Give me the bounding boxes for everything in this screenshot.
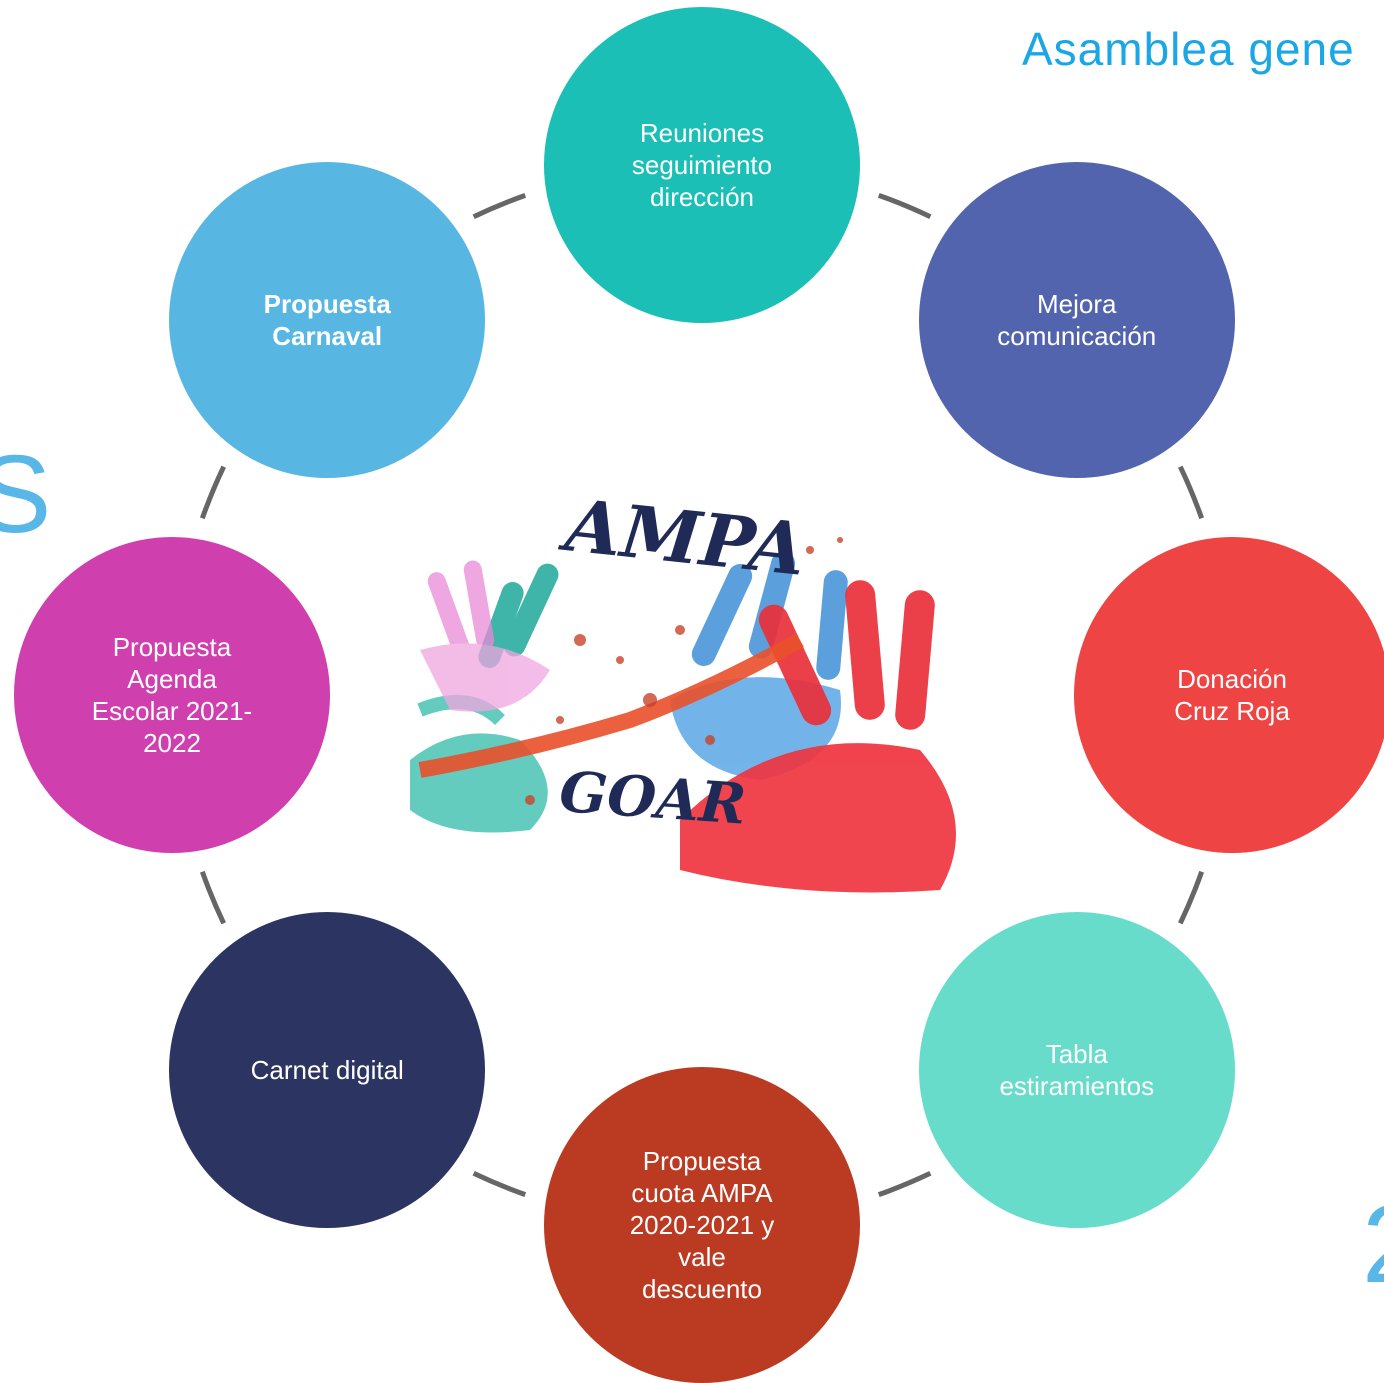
connector-7	[472, 192, 527, 219]
node-carnaval[interactable]: Propuesta Carnaval	[169, 162, 486, 479]
connector-5	[199, 870, 226, 925]
node-label-donacion: Donación Cruz Roja	[1174, 664, 1290, 726]
node-mejora[interactable]: Mejora comunicación	[918, 162, 1235, 479]
node-label-agenda: Propuesta Agenda Escolar 2021- 2022	[91, 632, 253, 758]
node-carnet[interactable]: Carnet digital	[169, 911, 486, 1228]
node-label-cuota: Propuesta cuota AMPA 2020-2021 y vale de…	[629, 1146, 775, 1304]
connector-1	[1178, 465, 1205, 520]
connector-0	[877, 192, 932, 219]
node-cuota[interactable]: Propuesta cuota AMPA 2020-2021 y vale de…	[544, 1067, 860, 1383]
paint-splatter	[525, 537, 843, 805]
node-label-tabla: Tabla estiramientos	[999, 1038, 1155, 1101]
connector-2	[1178, 870, 1205, 925]
node-label-carnaval: Propuesta Carnaval	[263, 289, 391, 352]
edge-glyph-left: S	[0, 433, 52, 556]
node-label-reuniones: Reuniones seguimiento dirección	[631, 118, 773, 212]
cycle-connectors	[199, 192, 1205, 1198]
node-donacion[interactable]: Donación Cruz Roja	[1074, 537, 1384, 853]
pink-handprint	[420, 560, 550, 712]
slide-title: Asamblea gene	[1022, 23, 1355, 75]
node-reuniones[interactable]: Reuniones seguimiento dirección	[544, 7, 860, 323]
svg-text:AMPA: AMPA	[556, 490, 810, 592]
node-label-mejora: Mejora comunicación	[997, 289, 1157, 352]
node-label-carnet: Carnet digital	[250, 1054, 404, 1085]
edge-glyph-right: 2	[1362, 1190, 1384, 1300]
connector-4	[472, 1171, 527, 1198]
node-tabla[interactable]: Tabla estiramientos	[918, 911, 1235, 1228]
orange-streak	[418, 633, 804, 778]
red-handprint	[680, 580, 956, 893]
connector-6	[199, 465, 226, 520]
node-agenda[interactable]: Propuesta Agenda Escolar 2021- 2022	[14, 537, 330, 853]
connector-3	[877, 1171, 932, 1198]
svg-text:GOAR: GOAR	[557, 759, 748, 838]
ampa-logo: AMPA GOAR	[380, 482, 1000, 910]
